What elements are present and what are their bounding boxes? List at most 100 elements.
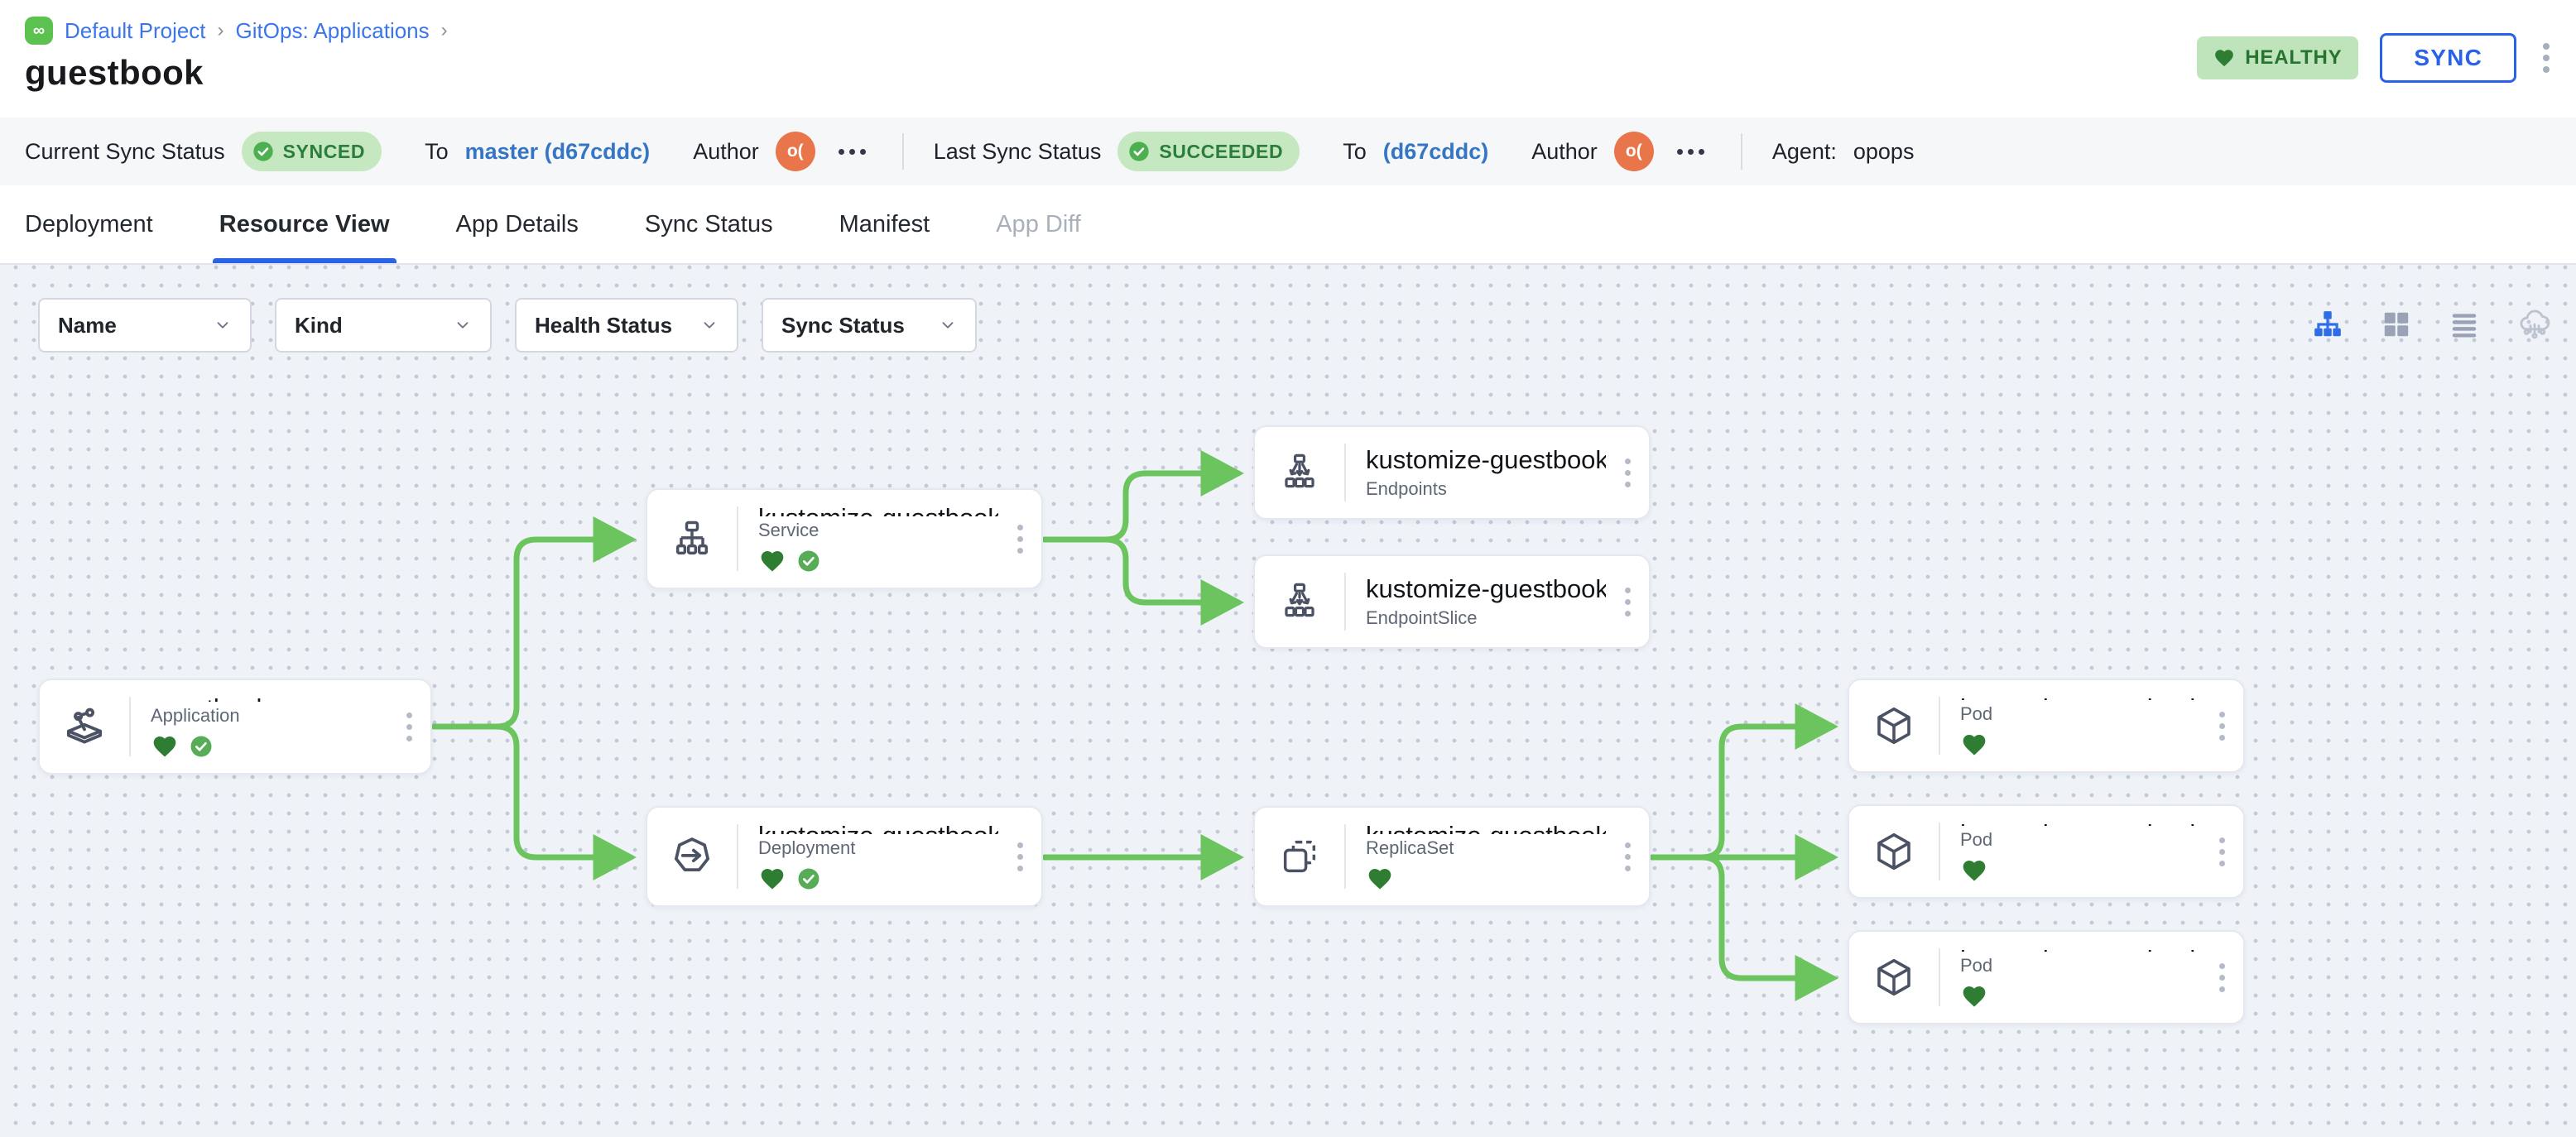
- node-status-icons: [1960, 857, 2200, 884]
- filter-label: Kind: [295, 312, 343, 338]
- commit-details-more-icon[interactable]: [832, 142, 872, 161]
- node-status-icons: [1960, 983, 2200, 1010]
- cloud-view-icon[interactable]: [2516, 308, 2553, 341]
- chevron-down-icon: [217, 322, 228, 329]
- edge-service-to-endpointslice: [1041, 536, 1244, 626]
- grid-view-icon[interactable]: [2381, 309, 2412, 340]
- pod-icon: [1849, 680, 1939, 771]
- header-more-options-icon[interactable]: [2538, 36, 2554, 79]
- current-commit-link[interactable]: master (d67cddc): [464, 138, 651, 164]
- tab-deployment[interactable]: Deployment: [25, 210, 153, 237]
- node-more-options-icon[interactable]: [1606, 427, 1649, 518]
- current-sync-status-label: Current Sync Status: [25, 138, 225, 164]
- node-more-options-icon[interactable]: [387, 680, 430, 773]
- node-kind: Pod: [1960, 829, 1993, 850]
- node-status-icons: [758, 548, 998, 574]
- node-body: kustomize-guestbook-ui-...Pod: [1940, 680, 2200, 771]
- chevron-down-icon: [942, 322, 954, 329]
- breadcrumb-project-link[interactable]: Default Project: [65, 17, 206, 43]
- node-title: kustomize-guestbook-ui-...: [1960, 693, 2200, 700]
- project-logo-icon: ∞: [25, 17, 53, 45]
- health-status-badge: HEALTHY: [2197, 36, 2359, 79]
- node-body: kustomize-guestbook-uiEndpoints: [1346, 427, 1606, 518]
- author-avatar: o(: [775, 132, 815, 171]
- filter-health-status[interactable]: Health Status: [515, 298, 738, 353]
- node-more-options-icon[interactable]: [998, 808, 1041, 905]
- agent-value: opops: [1853, 138, 1915, 164]
- author-avatar: o(: [1613, 132, 1654, 171]
- resource-node-deployment[interactable]: kustomize-guestbook-uiDeployment: [646, 806, 1043, 907]
- pod-icon: [1849, 932, 1939, 1023]
- healthy-heart-icon: [153, 736, 176, 757]
- filter-sync-status[interactable]: Sync Status: [762, 298, 977, 353]
- sync-status-bar: Current Sync Status SYNCED To master (d6…: [0, 118, 2576, 185]
- heart-icon: [2215, 50, 2234, 67]
- check-circle-icon: [252, 142, 273, 161]
- agent-label: Agent:: [1771, 138, 1837, 164]
- commit-details-more-icon[interactable]: [1670, 142, 1711, 161]
- breadcrumb-separator: ›: [217, 19, 224, 41]
- list-view-icon[interactable]: [2449, 309, 2480, 340]
- tab-app-details[interactable]: App Details: [455, 210, 579, 237]
- resource-node-pod[interactable]: kustomize-guestbook-ui-...Pod: [1848, 679, 2245, 773]
- breadcrumb-separator: ›: [440, 19, 448, 41]
- tab-manifest[interactable]: Manifest: [839, 210, 930, 237]
- node-title: kustomize-guestbook-ui: [1366, 445, 1606, 474]
- edge-replicaset-to-pod1: [1649, 703, 1838, 861]
- filter-name[interactable]: Name: [38, 298, 252, 353]
- author-label: Author: [1531, 138, 1598, 164]
- node-body: kustomize-guestbook-ui-...Pod: [1940, 806, 2200, 897]
- node-title: kustomize-guestbook-ui-...: [1366, 821, 1606, 834]
- resource-node-application[interactable]: guestbookApplication: [38, 679, 432, 775]
- tab-resource-view[interactable]: Resource View: [212, 185, 396, 263]
- synced-check-icon: [798, 868, 819, 890]
- node-more-options-icon[interactable]: [2200, 806, 2243, 897]
- breadcrumb-applications-link[interactable]: GitOps: Applications: [235, 17, 430, 43]
- to-label: To: [425, 138, 449, 164]
- node-more-options-icon[interactable]: [2200, 680, 2243, 771]
- synced-check-icon: [798, 550, 819, 572]
- application-icon: [40, 680, 129, 773]
- last-commit-link[interactable]: (d67cddc): [1382, 138, 1489, 164]
- last-sync-status-label: Last Sync Status: [933, 138, 1102, 164]
- resource-node-pod[interactable]: kustomize-guestbook-ui-...Pod: [1848, 804, 2245, 899]
- node-more-options-icon[interactable]: [998, 490, 1041, 588]
- resource-node-service[interactable]: kustomize-guestbook-uiService: [646, 488, 1043, 589]
- edge-replicaset-to-pod3: [1649, 854, 1838, 1001]
- breadcrumb: ∞ Default Project › GitOps: Applications…: [25, 17, 2551, 45]
- node-more-options-icon[interactable]: [1606, 808, 1649, 905]
- tree-view-icon[interactable]: [2311, 309, 2344, 340]
- tab-sync-status[interactable]: Sync Status: [644, 210, 773, 237]
- filter-label: Health Status: [535, 312, 673, 338]
- node-kind: Deployment: [758, 837, 856, 858]
- node-more-options-icon[interactable]: [1606, 556, 1649, 647]
- page-header: ∞ Default Project › GitOps: Applications…: [0, 0, 2576, 118]
- node-divider: [737, 506, 738, 571]
- node-body: kustomize-guestbook-ui-...ReplicaSet: [1346, 808, 1606, 905]
- node-status-icons: [1960, 732, 2200, 758]
- sync-button[interactable]: SYNC: [2380, 33, 2516, 83]
- node-divider: [1344, 444, 1346, 501]
- check-circle-icon: [1129, 142, 1150, 161]
- filter-bar: Name Kind Health Status Sync Status: [38, 298, 977, 353]
- health-badge-label: HEALTHY: [2245, 46, 2343, 69]
- node-more-options-icon[interactable]: [2200, 932, 2243, 1023]
- filter-kind[interactable]: Kind: [275, 298, 492, 353]
- node-title: guestbook: [151, 693, 387, 702]
- divider: [1740, 133, 1742, 170]
- resource-node-endpoints[interactable]: kustomize-guestbook-uiEndpoints: [1253, 425, 1651, 520]
- node-kind: EndpointSlice: [1366, 607, 1478, 628]
- node-kind: Application: [151, 705, 240, 726]
- node-body: kustomize-guestbook-ui-...EndpointSlice: [1346, 556, 1606, 647]
- node-divider: [1939, 948, 1940, 1006]
- healthy-heart-icon: [1963, 986, 1986, 1007]
- node-title: kustomize-guestbook-ui-...: [1960, 945, 2200, 952]
- node-body: guestbookApplication: [131, 680, 387, 773]
- resource-node-replicaset[interactable]: kustomize-guestbook-ui-...ReplicaSet: [1253, 806, 1651, 907]
- page-title: guestbook: [25, 53, 204, 92]
- resource-tree-canvas[interactable]: Name Kind Health Status Sync Status guestbo…: [0, 265, 2576, 1137]
- resource-node-pod[interactable]: kustomize-guestbook-ui-...Pod: [1848, 930, 2245, 1024]
- to-label: To: [1343, 138, 1367, 164]
- resource-node-endpointslice[interactable]: kustomize-guestbook-ui-...EndpointSlice: [1253, 554, 1651, 649]
